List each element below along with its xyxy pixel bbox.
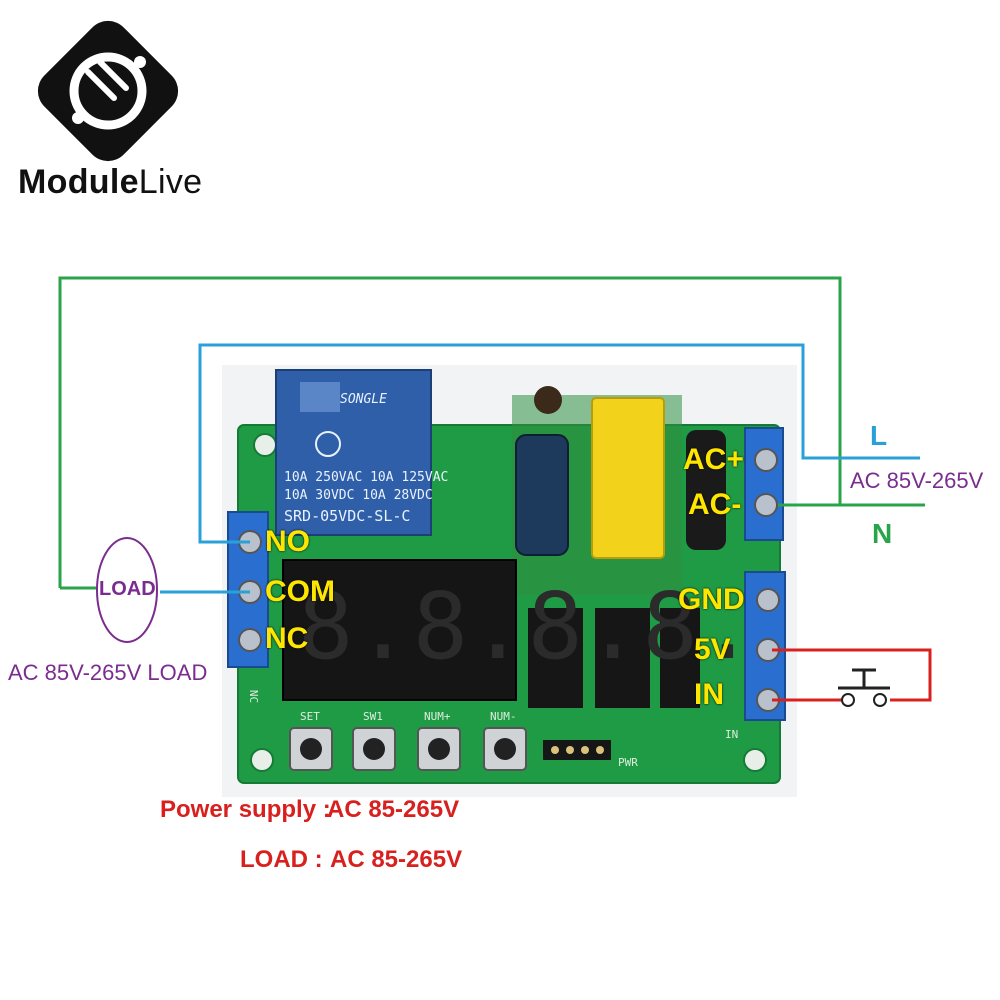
switch-wire <box>772 648 932 702</box>
relay-rating-1: 10A 250VAC 10A 125VAC <box>284 470 449 485</box>
load-caption: AC 85V-265V LOAD <box>8 660 208 685</box>
terminal-ac-plus-label: AC+ <box>683 443 744 476</box>
brand-name-part1: Module <box>18 163 139 201</box>
terminal-5v-label: 5V <box>694 633 731 666</box>
power-module <box>512 386 726 595</box>
btn-label-num-plus: NUM+ <box>424 710 451 723</box>
ic-chips <box>528 608 700 708</box>
terminal-gnd-label: GND <box>678 583 745 616</box>
relay-rating-2: 10A 30VDC 10A 28VDC <box>284 488 433 503</box>
output-terminal-block <box>227 511 269 668</box>
load-oval <box>96 537 158 643</box>
push-switch-icon <box>838 668 890 707</box>
terminal-ac-minus-label: AC- <box>688 488 742 521</box>
nc-small-label: NC <box>247 689 261 704</box>
terminal-no-label: NO <box>265 525 310 558</box>
terminal-nc-label: NC <box>265 622 309 655</box>
pin-header <box>543 740 611 760</box>
line-n-label: N <box>872 518 893 549</box>
relay-component <box>275 369 432 536</box>
power-supply-value: AC 85-265V <box>327 796 460 823</box>
modulelive-logo-icon <box>37 20 179 162</box>
pcb-buttons <box>289 727 527 771</box>
brand-name-part2: Live <box>138 163 203 201</box>
power-supply-label: Power supply : <box>160 796 331 823</box>
led-digits: 8.8.8.8. <box>298 573 758 680</box>
brand-name: ModuleLive <box>18 163 202 202</box>
power-terminal-block <box>744 427 784 541</box>
line-l-label: L <box>870 420 888 451</box>
relay-model: SRD-05VDC-SL-C <box>284 507 411 525</box>
line-wire <box>198 343 920 544</box>
pwr-label: PWR <box>618 756 638 769</box>
signal-terminal-block <box>744 571 786 721</box>
relay-brand: SONGLE <box>340 392 387 407</box>
line-voltage-label: AC 85V-265V <box>850 468 984 493</box>
load-note-label: LOAD : <box>240 846 323 873</box>
terminal-in-label: IN <box>694 678 724 711</box>
btn-label-sw1: SW1 <box>363 710 383 723</box>
led-display <box>282 559 517 701</box>
btn-label-set: SET <box>300 710 320 723</box>
load-label: LOAD <box>99 578 156 600</box>
load-note-value: AC 85-265V <box>330 846 463 873</box>
btn-label-num-minus: NUM- <box>490 710 517 723</box>
in-small-label: IN <box>725 728 739 741</box>
terminal-com-label: COM <box>265 575 335 608</box>
